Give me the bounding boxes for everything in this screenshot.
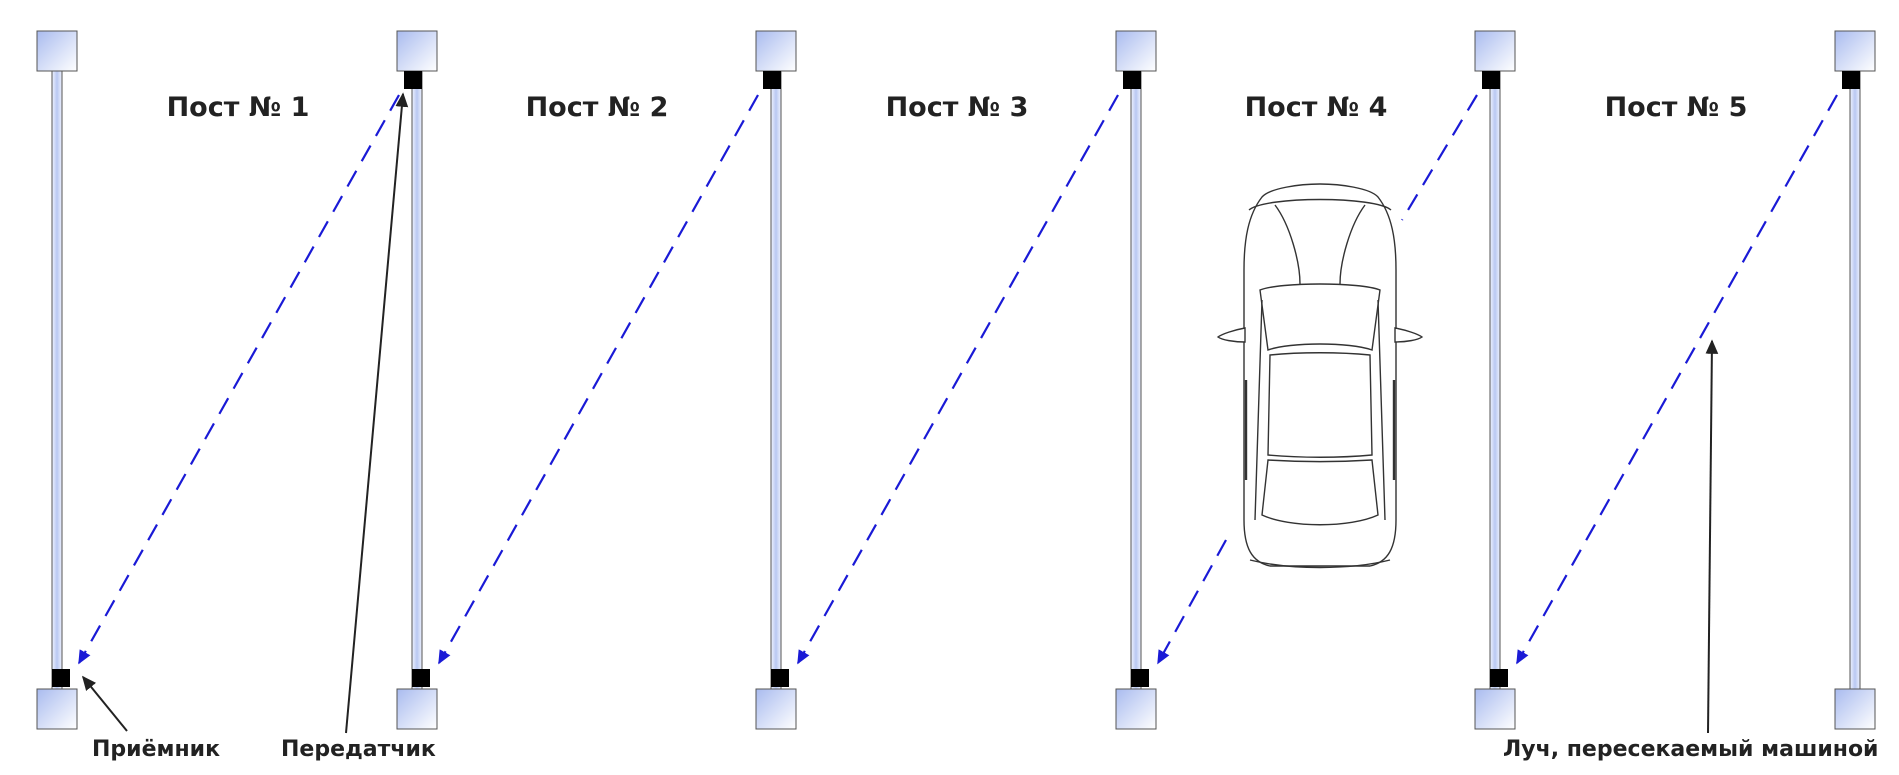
transmitter-3 (1123, 71, 1141, 89)
transmitter-1 (404, 71, 422, 89)
beam-crossed-pointer (1705, 339, 1719, 734)
pillar-bottom-base-1 (36, 688, 78, 730)
post-title-3: Пост № 3 (885, 92, 1029, 123)
post-title-4: Пост № 4 (1244, 92, 1388, 123)
post-title-2: Пост № 2 (525, 92, 669, 123)
pillar-bottom-base-6 (1834, 688, 1876, 730)
transmitter-2 (763, 71, 781, 89)
sensors (52, 71, 1860, 687)
pillar-top-base-4 (1115, 30, 1157, 72)
pillar-top-base-3 (755, 30, 797, 72)
receiver-2 (412, 669, 430, 687)
pillar-bottom-base-4 (1115, 688, 1157, 730)
car-icon (1216, 183, 1424, 569)
receiver-1 (52, 669, 70, 687)
pillar-top-base-1 (36, 30, 78, 72)
pillar-top-base-5 (1474, 30, 1516, 72)
pillar-bottom-base-5 (1474, 688, 1516, 730)
pillar-top-base-2 (396, 30, 438, 72)
pillar-1 (51, 69, 63, 691)
pillar-4 (1130, 69, 1142, 691)
beam-3 (797, 94, 1119, 665)
post-title-1: Пост № 1 (166, 92, 310, 123)
receiver-label: Приёмник (92, 737, 221, 762)
beam-4-upper (1401, 94, 1478, 221)
pillar-2 (411, 69, 423, 691)
receiver-pointer (81, 675, 128, 732)
beam-5 (1516, 94, 1838, 665)
beam-1 (78, 94, 400, 665)
pillar-3 (770, 69, 782, 691)
beam-4-lower (1157, 539, 1227, 665)
pillars (36, 30, 1876, 730)
transmitter-4 (1482, 71, 1500, 89)
pillar-5 (1489, 69, 1501, 691)
pillar-bottom-base-2 (396, 688, 438, 730)
receiver-5 (1490, 669, 1508, 687)
transmitter-5 (1842, 71, 1860, 89)
pillar-6 (1849, 69, 1861, 691)
receiver-3 (771, 669, 789, 687)
post-title-5: Пост № 5 (1604, 92, 1748, 123)
receiver-4 (1131, 669, 1149, 687)
beam-crossed-label: Луч, пересекаемый машиной (1503, 737, 1879, 762)
beam-2 (438, 94, 759, 665)
transmitter-label: Передатчик (281, 737, 436, 762)
pillar-top-base-6 (1834, 30, 1876, 72)
beams (78, 94, 1838, 665)
pillar-bottom-base-3 (755, 688, 797, 730)
transmitter-pointer (345, 92, 409, 734)
